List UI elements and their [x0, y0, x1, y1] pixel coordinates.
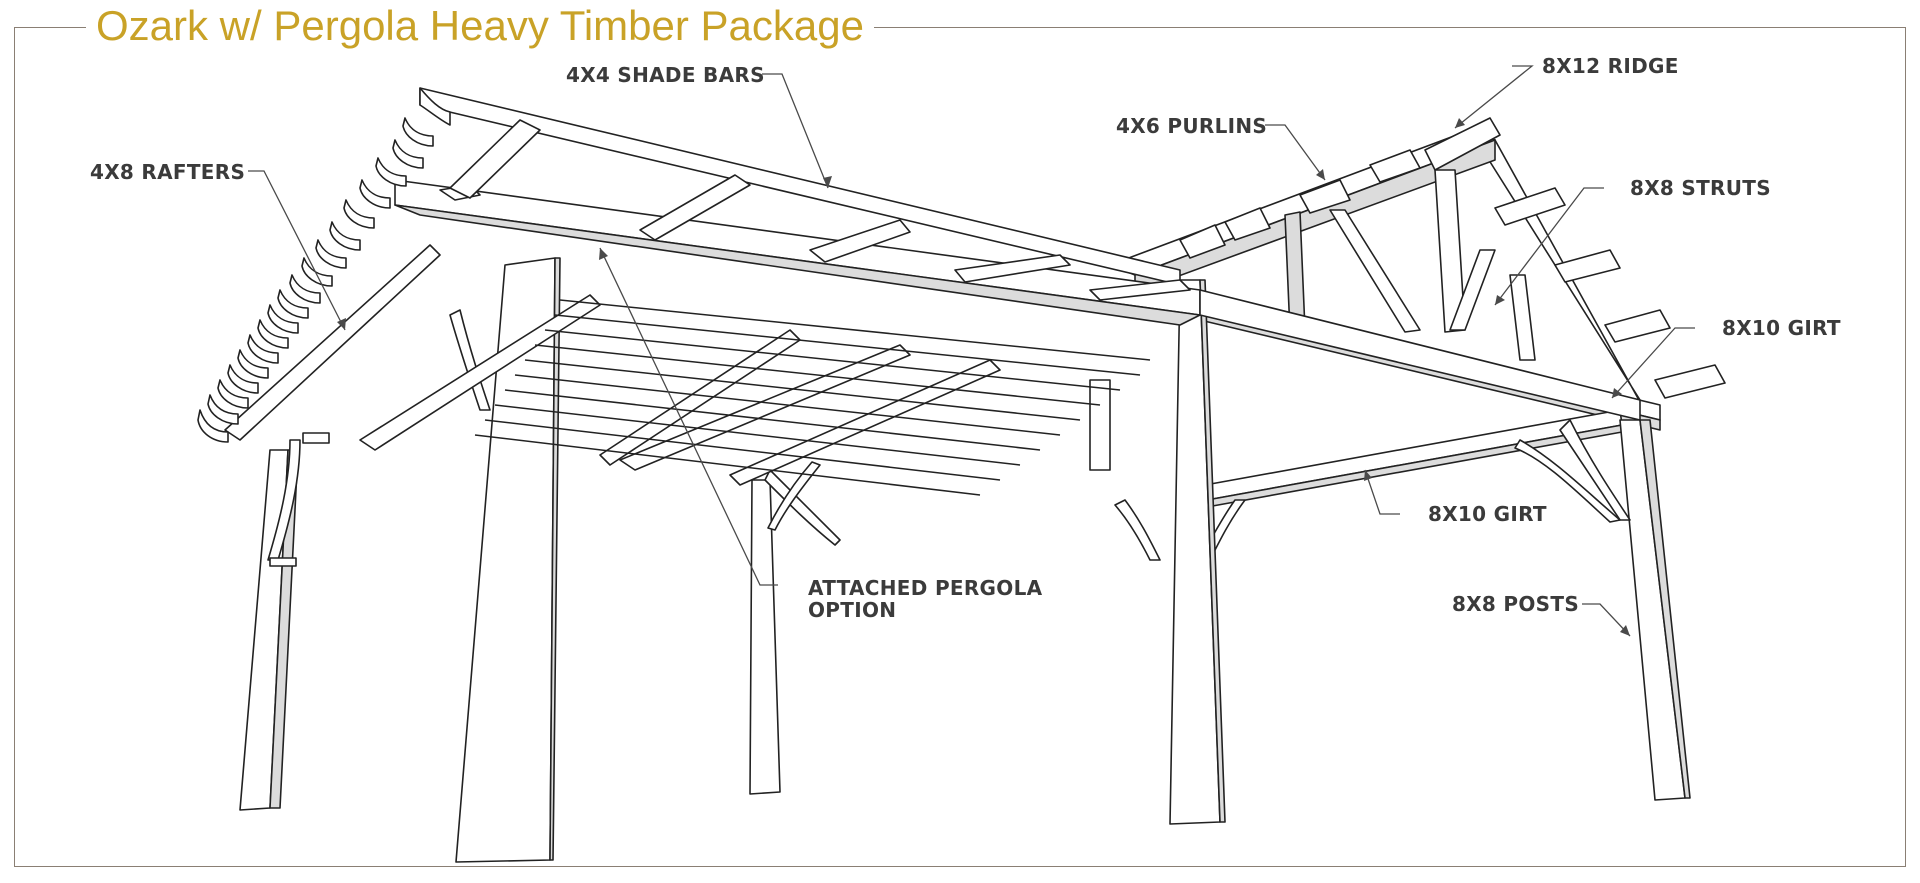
front-girt	[1204, 409, 1623, 508]
label-ridge: 8X12 RIDGE	[1542, 54, 1679, 78]
back-left-brace	[267, 432, 330, 567]
label-posts: 8X8 POSTS	[1452, 592, 1580, 616]
ridge-beam	[1424, 117, 1501, 171]
label-pergola-line1: ATTACHED PERGOLA	[808, 576, 1043, 600]
label-girt-front: 8X10 GIRT	[1428, 502, 1547, 526]
rafters	[224, 184, 1001, 486]
right-posts	[1089, 379, 1691, 801]
label-shade-bars: 4X4 SHADE BARS	[566, 63, 765, 87]
label-pergola-option: ATTACHED PERGOLA OPTION	[808, 577, 1068, 621]
shade-bar-ends	[197, 117, 434, 443]
purlins	[1179, 149, 1726, 399]
leader-lines	[248, 65, 1695, 637]
drawing-frame	[14, 27, 1906, 867]
cross-beams	[449, 119, 1191, 301]
struts-king-post	[1284, 169, 1536, 361]
front-beam	[394, 179, 1641, 421]
label-rafters: 4X8 RAFTERS	[90, 160, 246, 184]
label-girt-right: 8X10 GIRT	[1722, 316, 1841, 340]
label-purlins: 4X6 PURLINS	[1116, 114, 1268, 138]
deck-slats	[474, 299, 1151, 496]
label-struts: 8X8 STRUTS	[1630, 176, 1771, 200]
page-title: Ozark w/ Pergola Heavy Timber Package	[86, 2, 874, 50]
front-braces	[449, 309, 841, 546]
label-pergola-line2: OPTION	[808, 598, 897, 622]
